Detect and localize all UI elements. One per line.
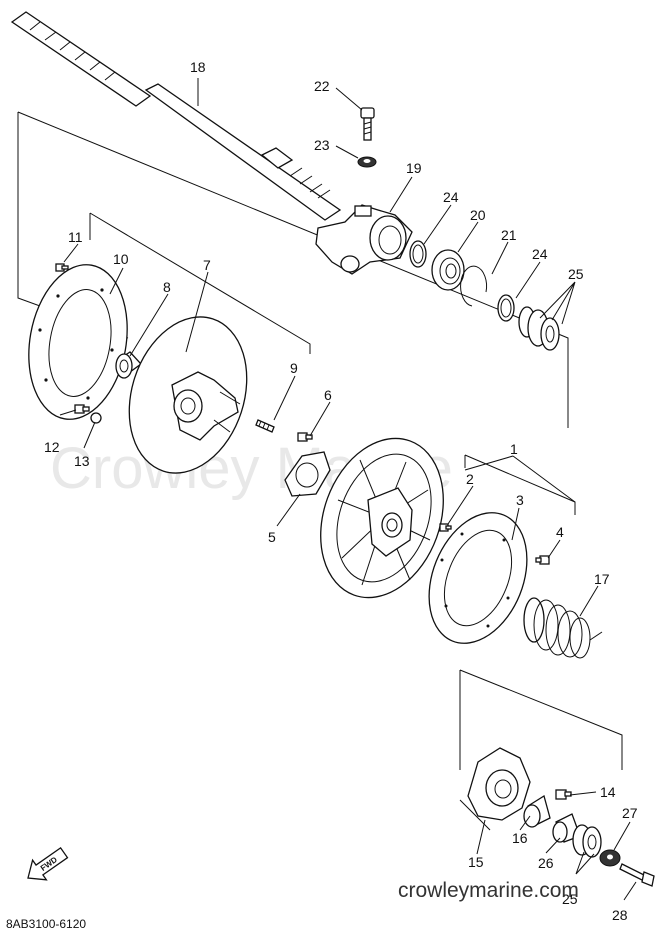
callout-13[interactable]: 13	[74, 453, 90, 469]
callout-16[interactable]: 16	[512, 830, 528, 846]
screw-part-12	[74, 404, 90, 414]
fwd-arrow-icon: FWD	[27, 846, 69, 881]
bolt-part-29	[619, 863, 655, 887]
callout-10[interactable]: 10	[113, 251, 129, 267]
callout-3[interactable]: 3	[516, 492, 524, 508]
washer-part-26	[572, 824, 602, 858]
callout-2[interactable]: 2	[466, 471, 474, 487]
bushing-part-16	[523, 794, 551, 828]
callout-15[interactable]: 15	[468, 854, 484, 870]
disc-part-3	[428, 512, 528, 644]
screw-part-14	[555, 789, 572, 800]
callout-29[interactable]: 28	[612, 907, 628, 923]
callout-12[interactable]: 12	[44, 439, 60, 455]
sheave-part-1	[320, 437, 444, 599]
washer-part-13	[90, 412, 102, 424]
callout-25[interactable]: 25	[568, 266, 584, 282]
leader-lines	[59, 78, 637, 901]
callout-22[interactable]: 22	[314, 78, 330, 94]
callout-6[interactable]: 6	[324, 387, 332, 403]
callout-4[interactable]: 4	[556, 524, 564, 540]
site-watermark: crowleymarine.com	[398, 879, 579, 902]
screw-part-11	[55, 263, 69, 272]
screw-part-4	[535, 555, 550, 565]
callout-23[interactable]: 23	[314, 137, 330, 153]
cover-assembly-bracket	[459, 669, 623, 831]
callout-21[interactable]: 21	[501, 227, 517, 243]
primary-sheave-bracket	[89, 212, 311, 354]
screw-part-6	[297, 432, 313, 442]
callout-19[interactable]: 19	[406, 160, 422, 176]
callouts: 18 22 23 19 24 20 21 24 25 11 10 7 8 9 6…	[44, 59, 638, 923]
callout-20[interactable]: 20	[470, 207, 486, 223]
gasket-part-5	[284, 451, 331, 497]
bushing-part-8	[115, 351, 142, 379]
callout-8[interactable]: 8	[163, 279, 171, 295]
bearing-part-20	[431, 249, 465, 291]
snap-ring-part-21	[460, 265, 488, 307]
seal-part-25	[518, 306, 560, 351]
disc-part-10	[28, 264, 128, 420]
washer-part-23	[357, 156, 377, 168]
shaft-part	[10, 11, 342, 221]
callout-9[interactable]: 9	[290, 360, 298, 376]
diagram-code: 8AB3100-6120	[6, 917, 86, 931]
callout-28[interactable]: 27	[622, 805, 638, 821]
circlip-part-24a	[409, 240, 427, 268]
sheave-part-7	[128, 316, 248, 474]
screw-part-2	[439, 523, 452, 532]
callout-5[interactable]: 5	[268, 529, 276, 545]
callout-1[interactable]: 1	[510, 441, 518, 457]
callout-7[interactable]: 7	[203, 257, 211, 273]
washer-part-28	[599, 849, 621, 867]
callout-26[interactable]: 25	[562, 891, 578, 907]
callout-14[interactable]: 14	[600, 784, 616, 800]
cover-part-15	[467, 747, 531, 821]
circlip-part-24b	[497, 294, 515, 322]
stud-part-9	[255, 419, 275, 433]
spring-part-17	[523, 597, 603, 659]
callout-24a[interactable]: 24	[443, 189, 459, 205]
callout-27[interactable]: 26	[538, 855, 554, 871]
callout-11[interactable]: 11	[68, 229, 83, 245]
callout-17[interactable]: 17	[594, 571, 610, 587]
callout-24b[interactable]: 24	[532, 246, 548, 262]
bearing-bracket-part	[315, 204, 413, 275]
callout-18[interactable]: 18	[190, 59, 206, 75]
bolt-part-22	[360, 107, 375, 141]
